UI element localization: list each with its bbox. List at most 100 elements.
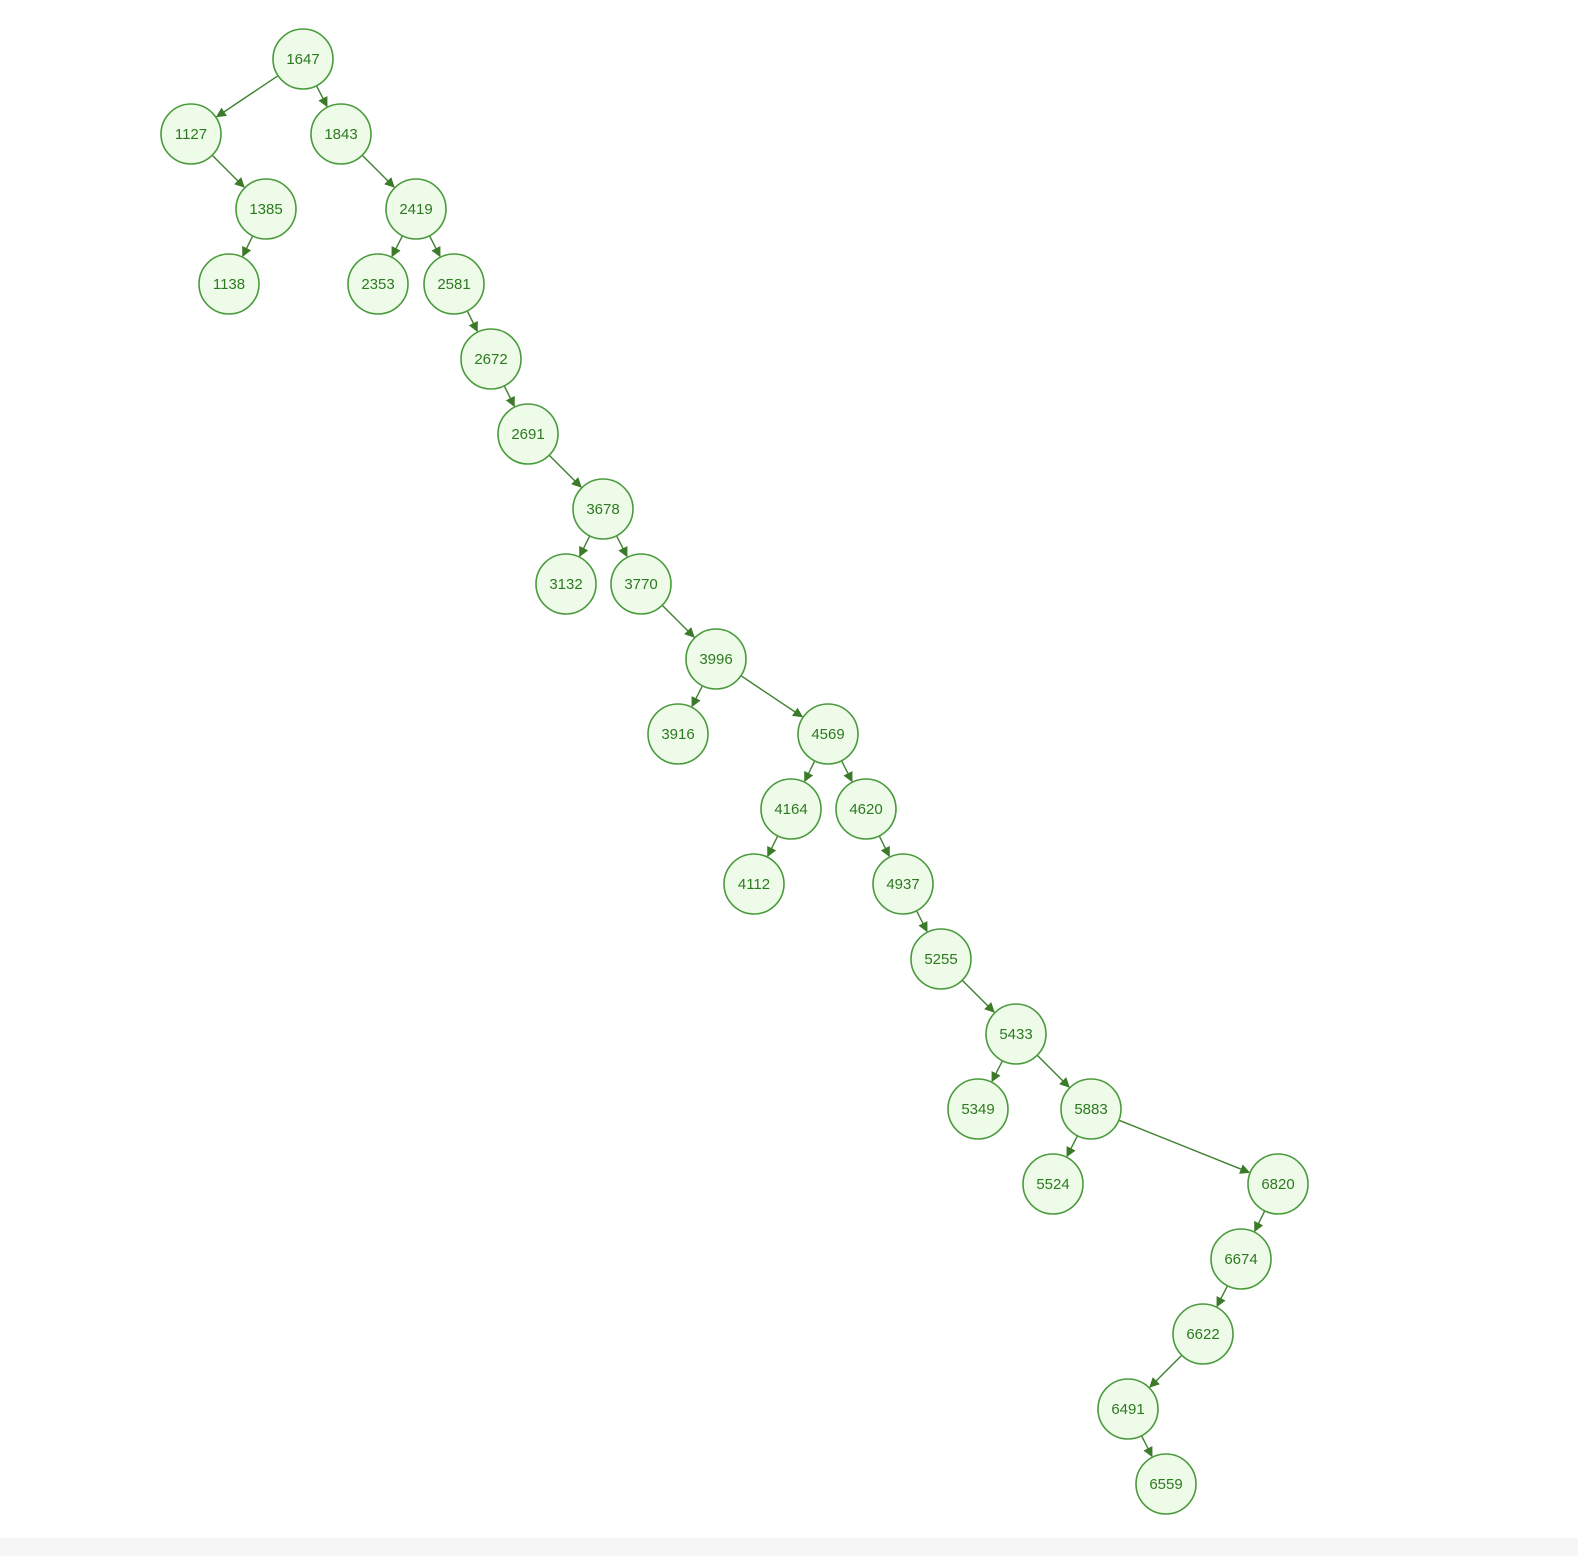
edge-2691-3678	[548, 454, 582, 488]
node-circle	[985, 1003, 1047, 1065]
tree-node-3678: 3678	[572, 478, 634, 540]
tree-node-1647: 1647	[272, 28, 334, 90]
node-circle	[872, 853, 934, 915]
tree-node-5255: 5255	[910, 928, 972, 990]
edge-3678-3132	[579, 535, 591, 558]
node-label: 4112	[738, 876, 770, 893]
edge-2419-2353	[391, 235, 404, 258]
edge-2581-2672	[466, 310, 478, 333]
node-circle	[1172, 1303, 1234, 1365]
tree-node-6491: 6491	[1097, 1378, 1159, 1440]
tree-node-5349: 5349	[947, 1078, 1009, 1140]
node-label: 2581	[437, 276, 470, 293]
node-circle	[385, 178, 447, 240]
node-circle	[497, 403, 559, 465]
node-circle	[1022, 1153, 1084, 1215]
node-circle	[160, 103, 222, 165]
node-circle	[1060, 1078, 1122, 1140]
edge-6820-6674	[1254, 1210, 1266, 1233]
node-circle	[1097, 1378, 1159, 1440]
edge-6674-6622	[1216, 1285, 1229, 1308]
node-circle	[947, 1078, 1009, 1140]
tree-node-4620: 4620	[835, 778, 897, 840]
node-label: 5255	[924, 951, 957, 968]
node-circle	[272, 28, 334, 90]
node-circle	[647, 703, 709, 765]
bottom-bar	[0, 1538, 1578, 1556]
nodes-layer: 1647 1127 1843 1385 2419 1138 2353 2581 2672 2691…	[160, 28, 1309, 1515]
edge-4620-4937	[878, 835, 890, 858]
node-circle	[760, 778, 822, 840]
node-label: 6491	[1111, 1401, 1144, 1418]
tree-node-1127: 1127	[160, 103, 222, 165]
edge-1647-1843	[315, 85, 328, 108]
tree-node-2672: 2672	[460, 328, 522, 390]
node-label: 1843	[324, 126, 357, 143]
node-circle	[310, 103, 372, 165]
node-label: 5883	[1074, 1101, 1107, 1118]
edge-5255-5433	[961, 979, 995, 1013]
tree-node-1843: 1843	[310, 103, 372, 165]
node-label: 4620	[849, 801, 882, 818]
node-label: 4569	[811, 726, 844, 743]
node-label: 3678	[586, 501, 619, 518]
node-label: 2672	[474, 351, 507, 368]
edge-4569-4620	[840, 760, 853, 783]
node-circle	[423, 253, 485, 315]
node-circle	[235, 178, 297, 240]
tree-node-3770: 3770	[610, 553, 672, 615]
tree-node-4937: 4937	[872, 853, 934, 915]
tree-node-2581: 2581	[423, 253, 485, 315]
node-circle	[685, 628, 747, 690]
node-label: 6559	[1149, 1476, 1182, 1493]
edge-3678-3770	[615, 535, 628, 558]
tree-node-6820: 6820	[1247, 1153, 1309, 1215]
node-label: 1138	[213, 276, 245, 293]
node-label: 2353	[361, 276, 394, 293]
tree-node-1138: 1138	[198, 253, 260, 315]
node-circle	[460, 328, 522, 390]
node-circle	[1247, 1153, 1309, 1215]
edge-5883-5524	[1066, 1135, 1079, 1158]
edge-4937-5255	[915, 910, 928, 933]
tree-node-2691: 2691	[497, 403, 559, 465]
node-circle	[535, 553, 597, 615]
edge-3996-4569	[740, 675, 804, 718]
tree-node-5524: 5524	[1022, 1153, 1084, 1215]
node-circle	[723, 853, 785, 915]
node-label: 3996	[699, 651, 732, 668]
node-label: 6820	[1261, 1176, 1294, 1193]
node-circle	[1135, 1453, 1197, 1515]
node-label: 1647	[286, 51, 319, 68]
edges-layer	[211, 75, 1266, 1458]
node-circle	[347, 253, 409, 315]
edge-1843-2419	[361, 154, 395, 188]
node-label: 4937	[886, 876, 919, 893]
tree-node-6674: 6674	[1210, 1228, 1272, 1290]
node-label: 1385	[249, 201, 282, 218]
node-circle	[572, 478, 634, 540]
edge-1127-1385	[211, 154, 245, 188]
node-label: 5433	[999, 1026, 1032, 1043]
edge-3996-3916	[691, 685, 704, 708]
node-label: 4164	[774, 801, 807, 818]
node-label: 3916	[661, 726, 694, 743]
tree-node-3132: 3132	[535, 553, 597, 615]
edge-2672-2691	[503, 385, 515, 408]
tree-node-2419: 2419	[385, 178, 447, 240]
node-label: 2691	[511, 426, 544, 443]
edge-3770-3996	[661, 604, 695, 638]
tree-node-4164: 4164	[760, 778, 822, 840]
edge-5883-6820	[1118, 1119, 1251, 1174]
node-label: 3132	[549, 576, 582, 593]
tree-node-3916: 3916	[647, 703, 709, 765]
node-circle	[610, 553, 672, 615]
node-circle	[797, 703, 859, 765]
node-label: 5349	[961, 1101, 994, 1118]
tree-node-6559: 6559	[1135, 1453, 1197, 1515]
tree-node-6622: 6622	[1172, 1303, 1234, 1365]
tree-node-2353: 2353	[347, 253, 409, 315]
node-circle	[1210, 1228, 1272, 1290]
node-circle	[835, 778, 897, 840]
